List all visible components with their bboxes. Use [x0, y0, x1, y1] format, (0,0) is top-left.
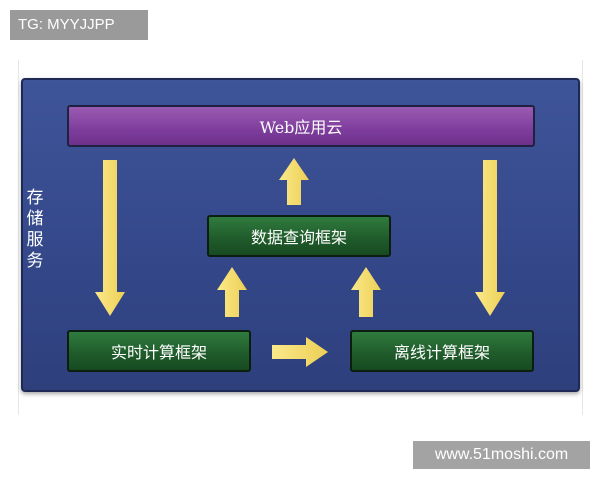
storage-service-label: 存储服务 [26, 188, 44, 271]
realtime-framework-label: 实时计算框架 [110, 343, 207, 362]
web-cloud-box: Web应用云 [67, 105, 535, 147]
arrow-offline-to-query [351, 267, 381, 317]
arrow-right-down [475, 160, 505, 316]
arrow-query-to-web [279, 158, 309, 205]
offline-framework-label: 离线计算框架 [393, 343, 490, 362]
watermark-bottom-label: www.51moshi.com [413, 441, 590, 469]
watermark-top-label: TG: MYYJJPP [10, 10, 148, 40]
arrow-realtime-to-offline [272, 337, 328, 367]
realtime-framework-box: 实时计算框架 [67, 330, 251, 372]
arrow-realtime-to-query [217, 267, 247, 317]
query-framework-box: 数据查询框架 [207, 215, 391, 257]
query-framework-label: 数据查询框架 [250, 228, 347, 247]
frame-left-line [18, 60, 19, 415]
offline-framework-box: 离线计算框架 [350, 330, 534, 372]
arrow-left-down [95, 160, 125, 316]
web-cloud-label: Web应用云 [259, 118, 343, 137]
frame-right-line [582, 60, 583, 415]
